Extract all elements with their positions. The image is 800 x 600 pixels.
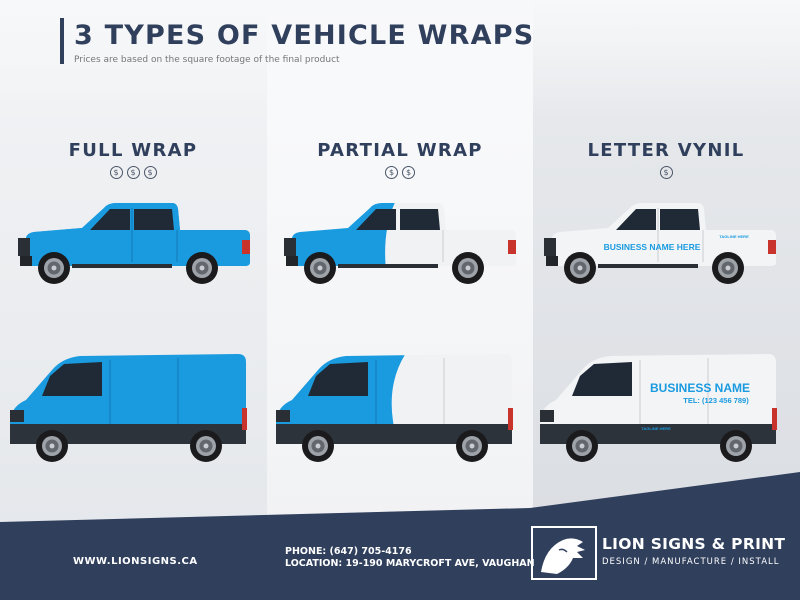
location-address: LOCATION: 19-190 MARYCROFT AVE, VAUGHAN [285, 558, 535, 569]
price-indicator-partial: $$ [267, 166, 533, 179]
dollar-coin-icon: $ [402, 166, 415, 179]
dollar-coin-icon: $ [109, 166, 123, 179]
heading-letter-vynil: LETTER VYNIL [587, 140, 745, 161]
van-phone: TEL: (123 456 789) [683, 396, 749, 405]
heading-partial-wrap: PARTIAL WRAP [317, 140, 483, 161]
truck-tagline: TAGLINE HERE [719, 234, 749, 239]
header-fade [0, 0, 800, 120]
truck-business-name: BUSINESS NAME HERE [604, 242, 701, 252]
van-tagline: TAGLINE HERE [641, 426, 671, 431]
brand-name: LION SIGNS & PRINT [602, 535, 786, 553]
full-wrap-truck [18, 203, 250, 284]
brand-tagline: DESIGN / MANUFACTURE / INSTALL [602, 557, 780, 567]
website-link[interactable]: WWW.LIONSIGNS.CA [73, 556, 198, 567]
lion-logo-icon [531, 526, 597, 580]
dollar-coin-icon: $ [126, 166, 140, 179]
letter-vynil-van: BUSINESS NAME TEL: (123 456 789) TAGLINE… [540, 354, 777, 462]
letter-vynil-truck: BUSINESS NAME HERE TAGLINE HERE [544, 203, 776, 284]
van-business-name: BUSINESS NAME [650, 381, 750, 395]
phone-number: PHONE: (647) 705-4176 [285, 546, 412, 557]
partial-wrap-van [276, 354, 513, 462]
partial-wrap-truck [284, 203, 516, 284]
dollar-coin-icon: $ [385, 166, 398, 179]
dollar-coin-icon: $ [143, 166, 157, 179]
page-subtitle: Prices are based on the square footage o… [74, 55, 340, 65]
dollar-coin-icon: $ [659, 166, 673, 179]
page-title: 3 TYPES OF VEHICLE WRAPS [74, 20, 535, 51]
price-indicator-letter: $ [533, 166, 799, 179]
full-wrap-van [10, 354, 247, 462]
title-accent-bar [60, 18, 64, 64]
heading-full-wrap: FULL WRAP [68, 140, 198, 161]
price-indicator-full: $$$ [0, 166, 266, 179]
